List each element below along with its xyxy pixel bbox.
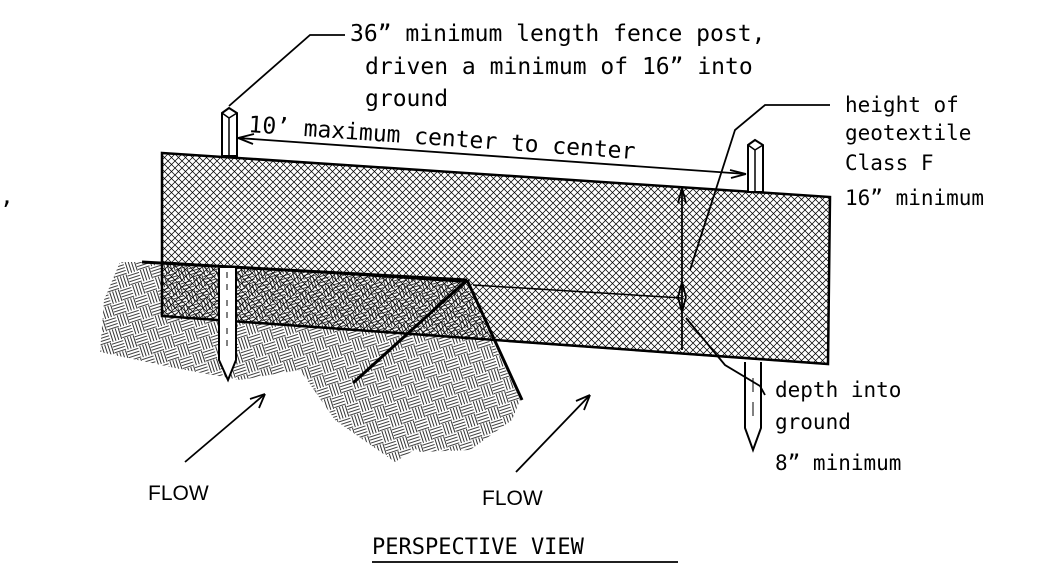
- depth-note: depth into ground 8” minimum: [775, 378, 914, 475]
- flow-arrow-right: [515, 394, 591, 473]
- spacing-dimension-arrow: [237, 133, 747, 179]
- leader-lines: [228, 34, 830, 396]
- flow-arrow-left: [184, 393, 266, 463]
- height-dimension-arrow: [677, 187, 687, 350]
- flow-label-left: FLOW: [148, 482, 209, 505]
- fence-post-left: [218, 106, 238, 383]
- spacing-label: 10’ maximum center to center: [248, 112, 637, 165]
- edge-mark: ,: [0, 184, 14, 210]
- geotextile-height-note: height of geotextile Class F 16” minimum: [845, 93, 984, 210]
- ground-surface-lines: [141, 260, 524, 401]
- flow-label-right: FLOW: [482, 487, 543, 510]
- fence-post-note: 36” minimum length fence post, driven a …: [350, 21, 779, 112]
- view-title: PERSPECTIVE VIEW: [372, 535, 585, 560]
